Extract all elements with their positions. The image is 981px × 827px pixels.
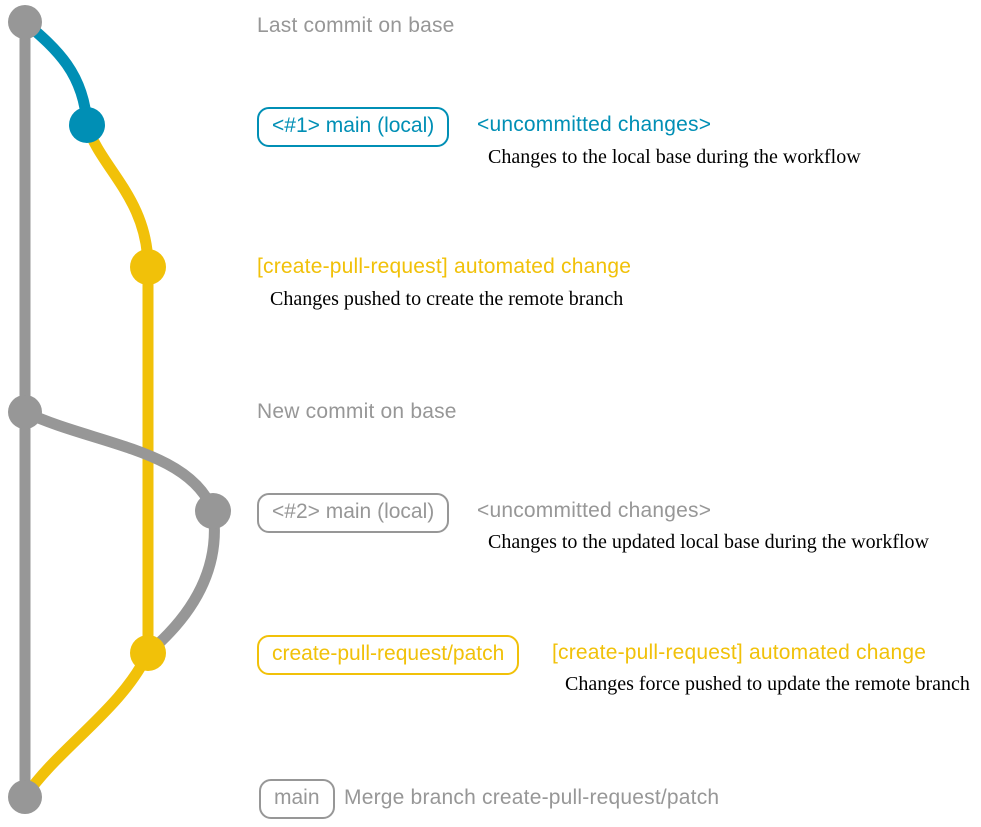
git-graph [8,5,231,814]
branch-tag-label: <#1> main (local) [257,107,450,147]
branch-curve-yellow-upper [81,123,154,268]
commit-dot-new-base [8,395,42,429]
base-commit-label-last: Last commit on base [257,14,455,37]
commit-dot-last-base [8,5,42,39]
merge-curve-yellow [20,650,153,801]
commit-message-automated-2: [create-pull-request] automated change [552,641,927,664]
annotation-force-pushed: Changes force pushed to update the remot… [565,673,970,695]
branch-tag-main-local-1: <#1> main (local) [257,107,450,147]
commit-dot-main-local-2 [195,493,231,529]
base-commit-label-new: New commit on base [257,400,457,423]
commit-dot-main-local-1 [69,107,105,143]
branch-tag-main-local-2: <#2> main (local) [257,493,450,533]
annotation-local-base: Changes to the local base during the wor… [488,146,861,168]
commit-message-merge: Merge branch create-pull-request/patch [344,786,720,809]
annotation-pushed-create: Changes pushed to create the remote bran… [270,288,624,310]
annotation-updated-local-base: Changes to the updated local base during… [488,531,929,553]
branch-curve-gray-lower [144,510,220,658]
commit-message-uncommitted-1: <uncommitted changes> [477,113,712,136]
commit-message-automated-1: [create-pull-request] automated change [257,255,632,278]
branch-curve-gray-main-local-2 [22,407,219,514]
commit-dot-merge [8,780,42,814]
branch-tag-patch: create-pull-request/patch [257,635,520,675]
commit-message-uncommitted-2: <uncommitted changes> [477,499,712,522]
commit-dot-automated-1 [130,249,166,285]
branch-curve-blue-main-local-1 [21,17,93,126]
commit-dot-automated-2 [130,635,166,671]
branch-tag-label: create-pull-request/patch [257,635,520,675]
branch-tag-main: main [259,779,335,819]
branch-tag-label: main [259,779,335,819]
branch-tag-label: <#2> main (local) [257,493,450,533]
